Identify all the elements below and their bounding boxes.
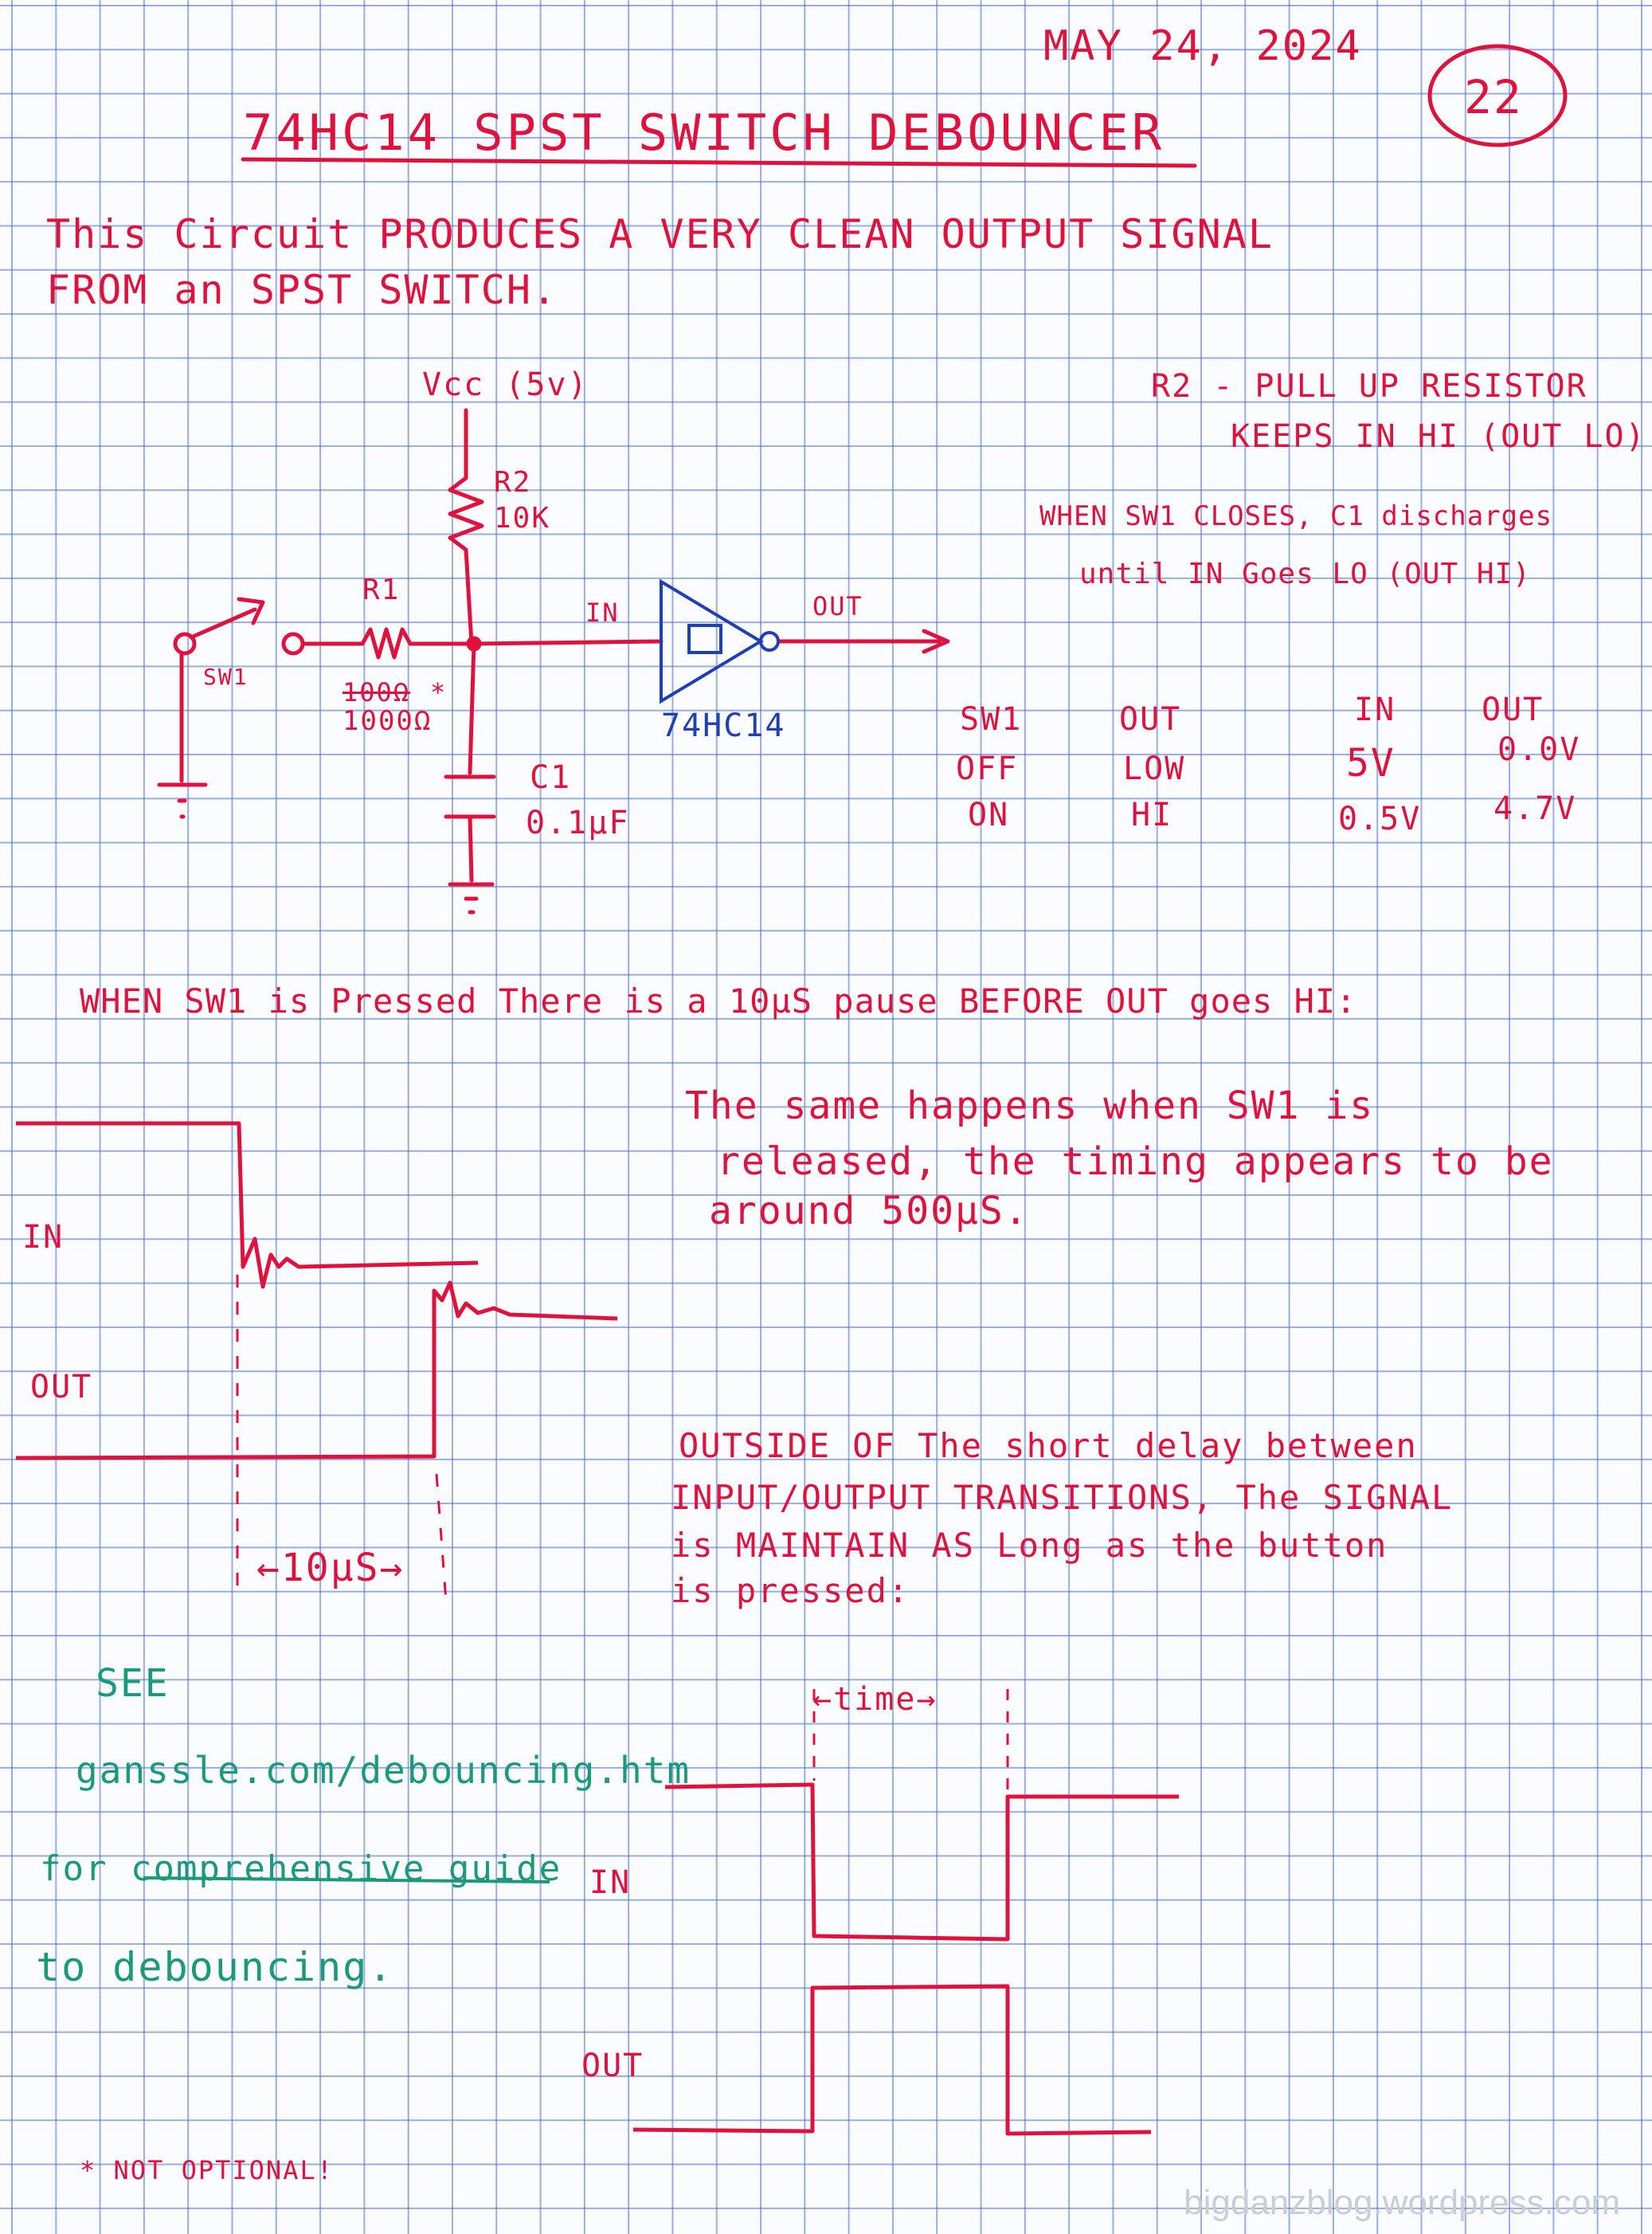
inverter-bubble [759,631,780,652]
release-note-line-2: released, the timing appears to be [717,1139,1554,1184]
wave2-out-label: OUT [581,2048,644,2084]
wave2-in-label: IN [589,1864,632,1901]
intro-line-1: This Circuit PRODUCES A VERY CLEAN OUTPU… [46,211,1274,257]
sw-note-line-1: WHEN SW1 CLOSES, C1 discharges [1039,500,1553,532]
r2-note-line-2: KEEPS IN HI (OUT LO). [1231,418,1652,455]
table-right-row-1-in: 5V [1346,741,1396,786]
maintain-note-line-1: OUTSIDE OF The short delay between [679,1426,1418,1465]
r2-to-node-wire [464,547,474,646]
sw-note-line-2: until IN Goes LO (OUT HI) [1079,558,1531,590]
watermark: bigdanzblog.wordpress.com [1184,2183,1620,2222]
page-number: 22 [1464,70,1523,124]
reference-see: SEE [96,1661,170,1706]
wave1-delay-label: ←10µS→ [256,1546,405,1590]
page-title: 74HC14 SPST SWITCH DEBOUNCER [243,104,1165,162]
table-left-header-out: OUT [1119,701,1182,738]
footnote: * NOT OPTIONAL! [80,2155,334,2185]
switch-contact-left [173,632,197,656]
c1-to-ground-wire [468,814,474,883]
c1-label: C1 [530,759,572,796]
table-left-row-1-sw1: OFF [956,751,1019,787]
wave1-delay-marker-right [435,1473,448,1602]
table-left-row-2-sw1: ON [968,797,1010,833]
switch-arrow [237,597,265,625]
wave2-in-trace [664,1782,1179,1942]
out-arrow [922,629,950,654]
reference-line-3: for comprehensive guide [40,1848,562,1889]
c1-value: 0.1µF [526,805,630,841]
reference-underline [143,1876,550,1883]
r1-struck-value: 100Ω [343,677,411,707]
table-right-header-out: OUT [1482,692,1544,728]
date: MAY 24, 2024 [1043,22,1362,70]
wave1-out-label: OUT [30,1369,93,1405]
table-right-row-1-out: 0.0V [1497,731,1581,768]
r1-value: 1000Ω [343,705,433,737]
release-note-line-3: around 500µS. [709,1189,1029,1233]
r2-note-line-1: R2 - PULL UP RESISTOR [1151,368,1587,405]
page-number-circle [1427,44,1568,147]
table-left-row-1-out: LOW [1123,751,1186,787]
maintain-note-line-3: is MAINTAIN AS Long as the button [671,1526,1388,1565]
r2-label: R2 [494,466,532,499]
switch-contact-right [281,632,305,656]
node-to-c1-wire [468,641,476,775]
switch-label: SW1 [203,664,249,690]
title-underline [241,157,1197,168]
in-wire [472,639,664,646]
r2-resistor [448,476,484,552]
chip-label: 74HC14 [661,707,786,744]
schmitt-symbol [687,624,722,654]
pause-note: WHEN SW1 is Pressed There is a 10µS paus… [80,982,1357,1021]
maintain-note-line-4: is pressed: [671,1571,910,1610]
wave2-time-label: ←time→ [812,1681,938,1718]
wave1-in-label: IN [22,1219,65,1256]
maintain-note-line-2: INPUT/OUTPUT TRANSITIONS, The SIGNAL [671,1478,1454,1517]
switch-lever [189,607,257,640]
table-right-row-2-in: 0.5V [1338,801,1422,837]
r1-asterisk: * [430,677,448,707]
wave2-out-trace [632,1984,1152,2136]
out-label: OUT [812,591,863,621]
r2-value: 10K [494,502,551,535]
table-right-header-in: IN [1354,692,1396,728]
vcc-label: Vcc (5v) [422,366,589,403]
r1-resistor [360,627,413,660]
table-left-header-sw1: SW1 [960,701,1023,738]
reference-line-4: to debouncing. [36,1944,394,1990]
inverter-triangle [660,578,764,704]
wave1-out-trace [15,1280,618,1460]
r1-label: R1 [362,574,401,606]
in-label: IN [585,598,620,628]
release-note-line-1: The same happens when SW1 is [685,1084,1375,1128]
table-right-row-2-out: 4.7V [1493,790,1577,827]
table-left-row-2-out: HI [1131,797,1173,833]
intro-line-2: FROM an SPST SWITCH. [46,267,558,313]
wave1-in-trace [16,1121,479,1289]
reference-url: ganssle.com/debouncing.htm [76,1749,691,1792]
